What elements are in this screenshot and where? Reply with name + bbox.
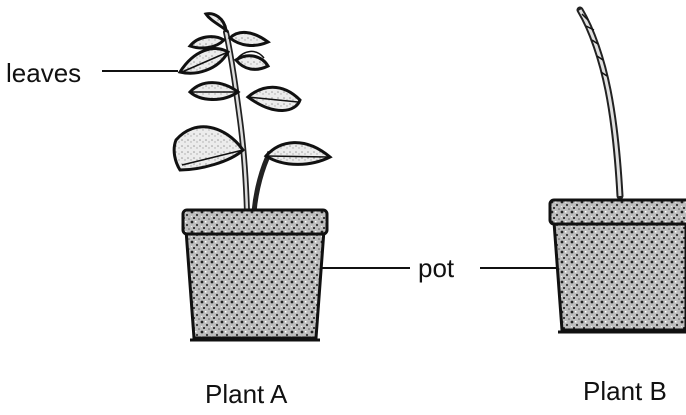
plant-b	[550, 10, 686, 332]
plant-a	[174, 14, 330, 340]
pot-label: pot	[418, 255, 454, 281]
plant-a-caption: Plant A	[205, 381, 287, 407]
plant-b-caption: Plant B	[583, 378, 667, 404]
plant-a-pot	[183, 210, 327, 340]
leaves-label: leaves	[6, 60, 81, 86]
plant-b-stem	[580, 10, 620, 196]
plant-b-pot	[550, 200, 686, 332]
plant-a-leaves	[174, 14, 330, 170]
